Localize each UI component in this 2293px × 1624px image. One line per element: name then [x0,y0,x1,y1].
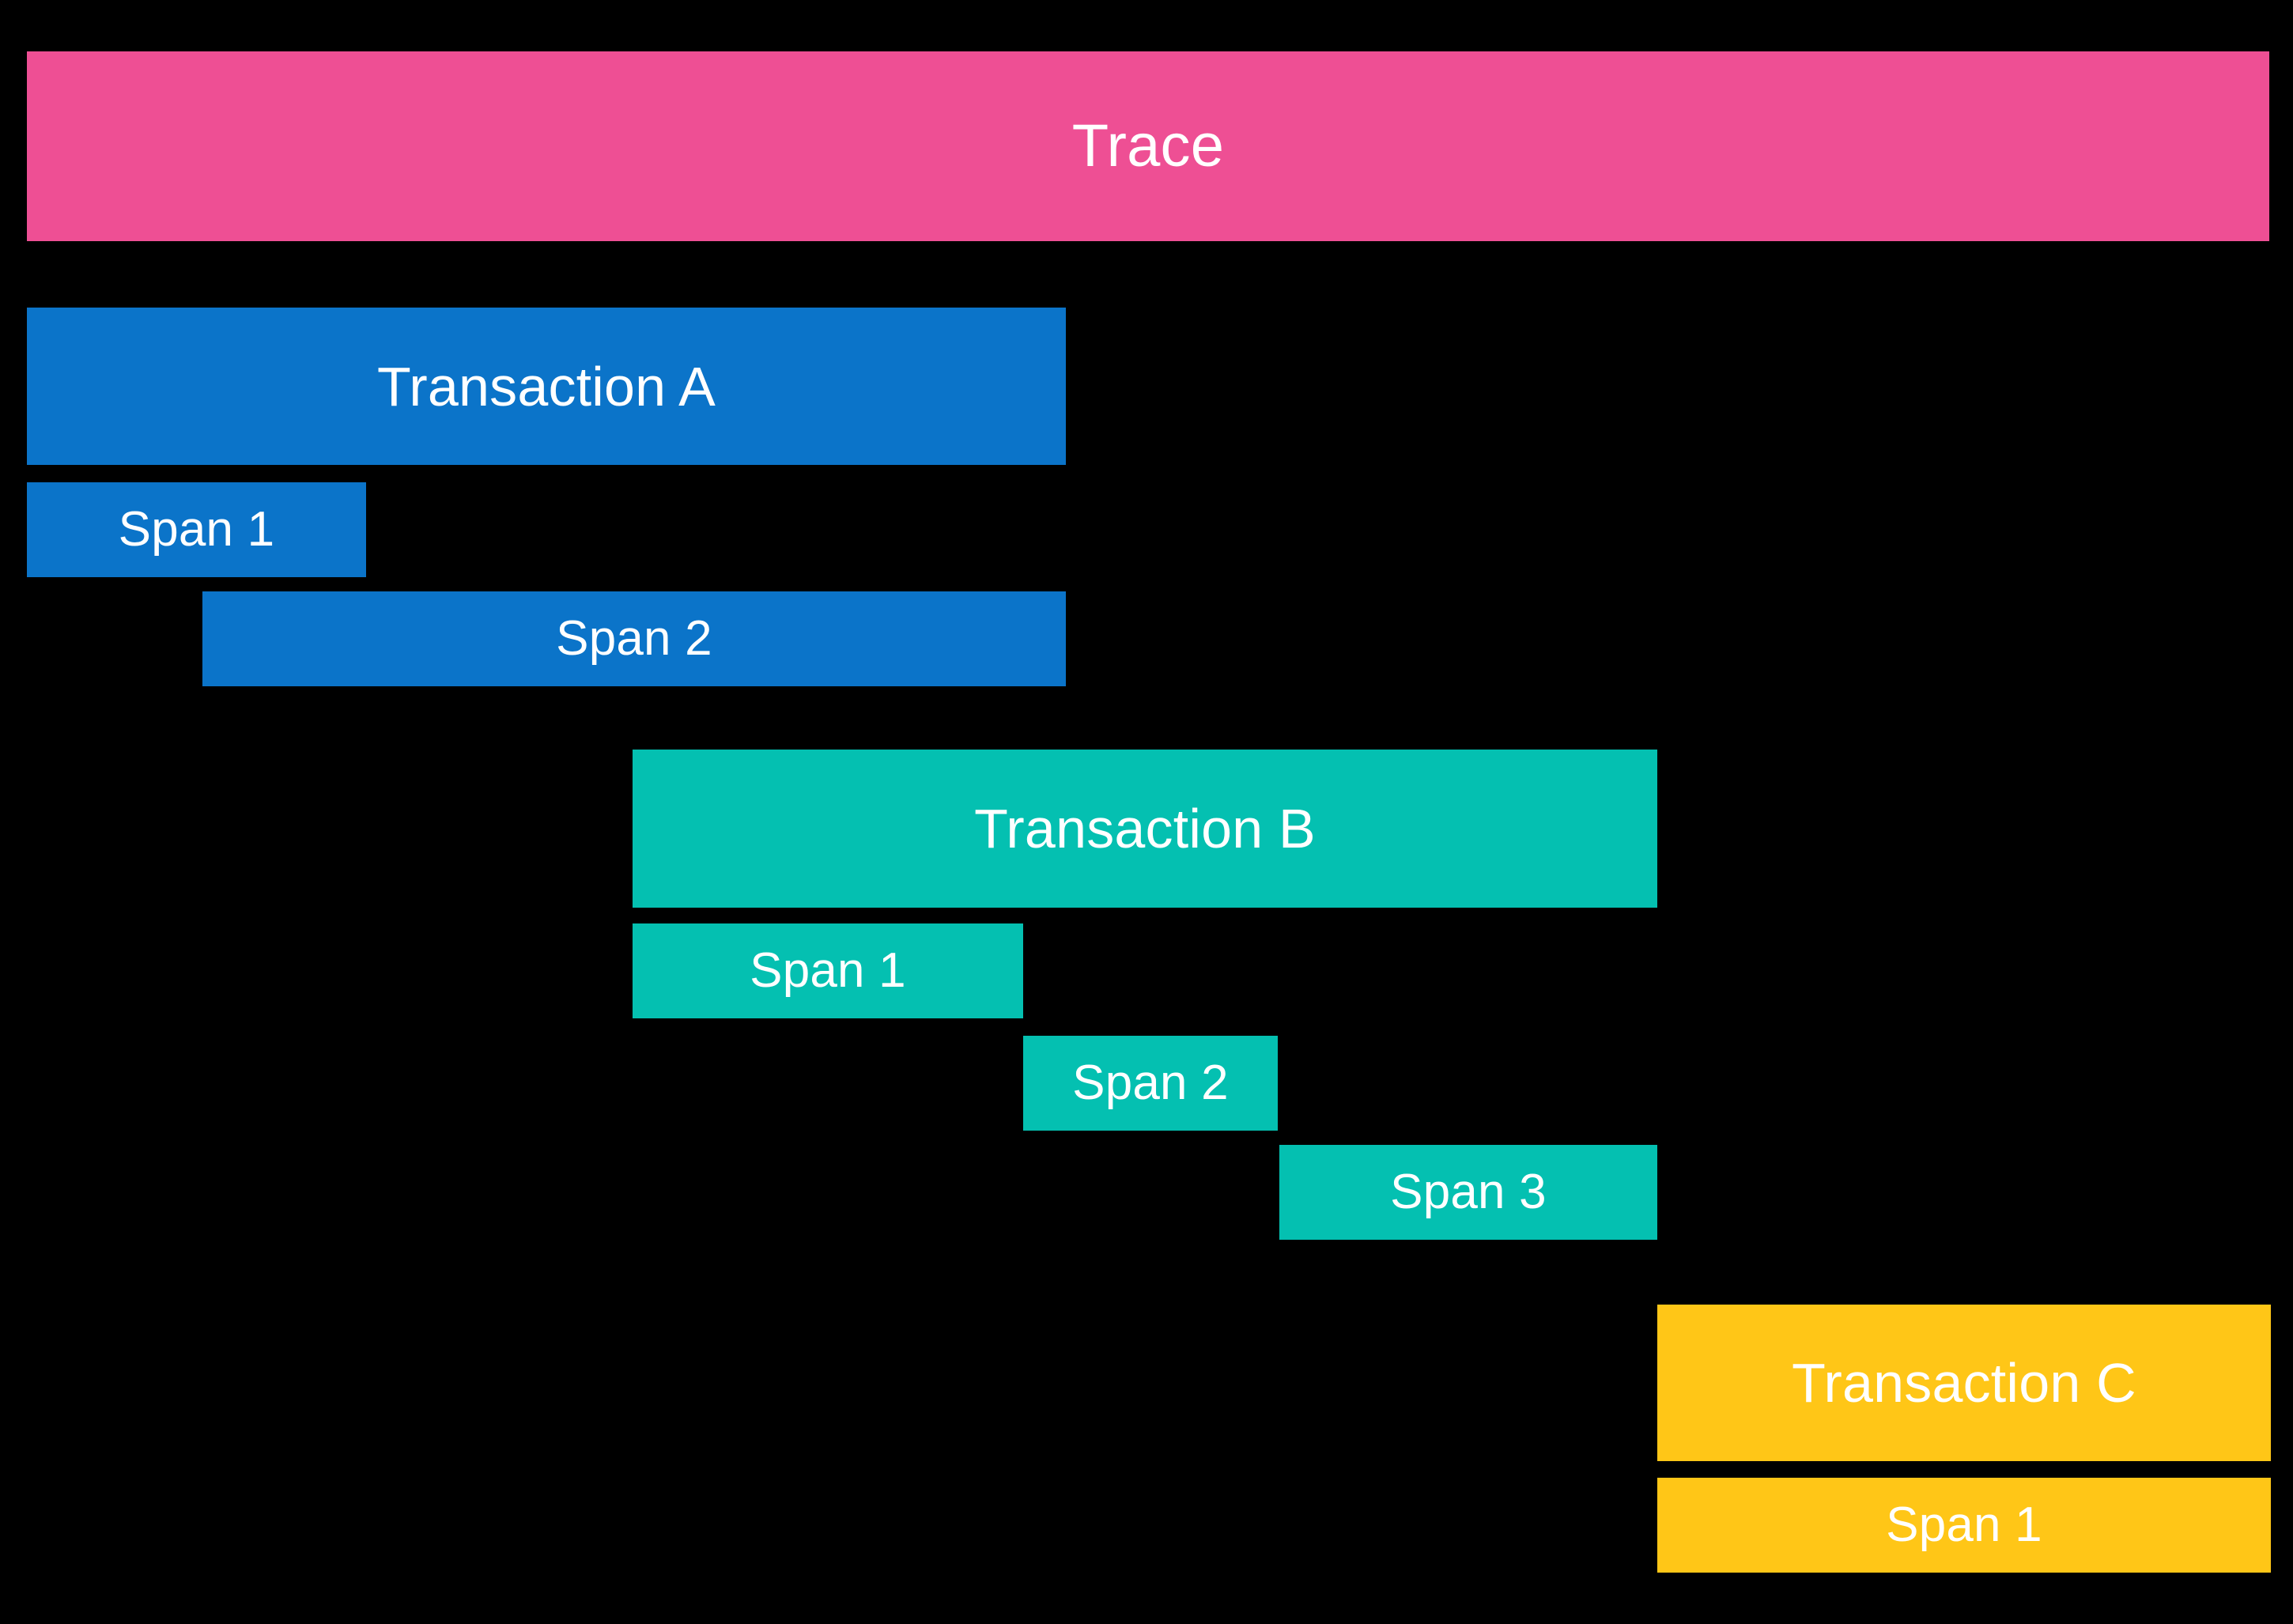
bar-label-transaction-b-span-3: Span 3 [1390,1165,1547,1219]
bar-label-transaction-b: Transaction B [974,798,1316,859]
bar-label-transaction-b-span-1: Span 1 [750,943,906,998]
bar-label-trace: Trace [1071,112,1225,179]
bar-label-transaction-c: Transaction C [1792,1352,2136,1414]
bar-label-transaction-a-span-1: Span 1 [118,502,275,557]
bar-transaction-a-span-2[interactable]: Span 2 [202,591,1066,686]
bar-trace[interactable]: Trace [27,51,2269,241]
bar-label-transaction-a: Transaction A [376,355,716,417]
bar-transaction-a[interactable]: Transaction A [27,308,1066,465]
bar-transaction-a-span-1[interactable]: Span 1 [27,482,366,577]
bar-transaction-b-span-2[interactable]: Span 2 [1023,1036,1278,1131]
bar-transaction-c[interactable]: Transaction C [1657,1305,2271,1461]
bar-transaction-c-span-1[interactable]: Span 1 [1657,1478,2271,1573]
bar-transaction-b-span-3[interactable]: Span 3 [1279,1145,1657,1240]
bar-label-transaction-b-span-2: Span 2 [1072,1056,1229,1110]
bar-label-transaction-c-span-1: Span 1 [1886,1497,2042,1552]
bar-label-transaction-a-span-2: Span 2 [556,611,712,666]
bar-transaction-b[interactable]: Transaction B [633,750,1657,908]
bar-transaction-b-span-1[interactable]: Span 1 [633,923,1023,1018]
